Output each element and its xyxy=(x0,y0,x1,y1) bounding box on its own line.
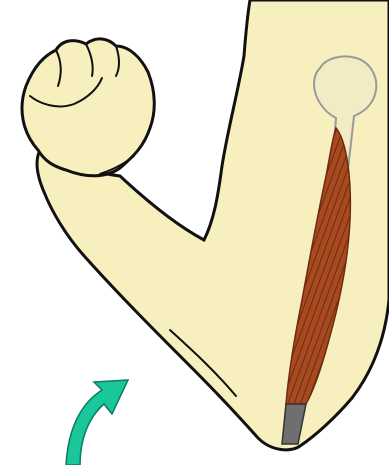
teal-curved-arrow-icon xyxy=(66,380,128,465)
